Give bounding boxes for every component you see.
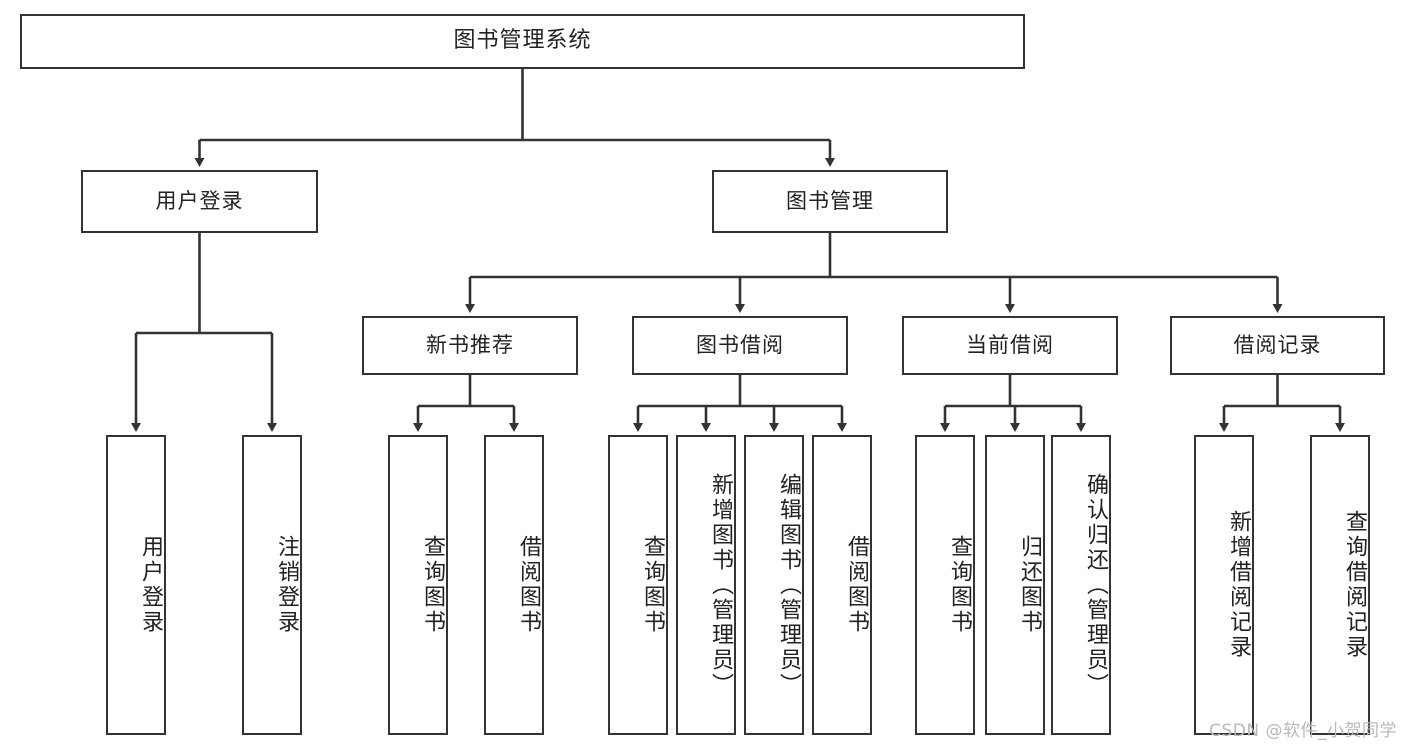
node-label: 查询图书 xyxy=(947,535,972,635)
csdn-watermark: CSDN @软件_小贺同学 xyxy=(1209,721,1397,741)
node-label: 新书推荐 xyxy=(426,332,514,357)
node-label: 确认归还（管理员） xyxy=(1083,472,1108,698)
node-borrow-record[interactable]: 借阅记录 xyxy=(1170,316,1385,375)
node-label: 借阅记录 xyxy=(1233,332,1322,357)
node-leaf-edit-book-admin[interactable]: 编辑图书（管理员） xyxy=(744,435,804,735)
node-label: 用户登录 xyxy=(155,188,244,213)
node-label: 借阅图书 xyxy=(844,535,869,635)
node-book-borrow[interactable]: 图书借阅 xyxy=(632,316,848,375)
node-label: 借阅图书 xyxy=(516,535,541,635)
node-label: 查询图书 xyxy=(420,535,445,635)
node-leaf-user-logout[interactable]: 注销登录 xyxy=(242,435,302,735)
node-leaf-return-book[interactable]: 归还图书 xyxy=(985,435,1045,735)
node-label: 归还图书 xyxy=(1017,535,1042,635)
node-book-manage[interactable]: 图书管理 xyxy=(712,170,948,233)
node-new-book-recommend[interactable]: 新书推荐 xyxy=(362,316,578,375)
node-label: 当前借阅 xyxy=(966,332,1054,357)
node-root-system[interactable]: 图书管理系统 xyxy=(20,14,1025,69)
node-label: 图书管理系统 xyxy=(453,28,592,54)
node-label: 图书管理 xyxy=(786,188,874,213)
node-label: 新增借阅记录 xyxy=(1226,510,1251,660)
node-label: 图书借阅 xyxy=(696,332,784,357)
node-label: 查询借阅记录 xyxy=(1342,510,1367,660)
node-leaf-query-borrow-record[interactable]: 查询借阅记录 xyxy=(1310,435,1370,735)
node-label: 查询图书 xyxy=(640,535,665,635)
node-leaf-query-book-recommend[interactable]: 查询图书 xyxy=(388,435,448,735)
node-leaf-query-book-current[interactable]: 查询图书 xyxy=(915,435,975,735)
node-leaf-confirm-return-admin[interactable]: 确认归还（管理员） xyxy=(1051,435,1111,735)
node-label: 编辑图书（管理员） xyxy=(776,472,801,698)
node-current-borrow[interactable]: 当前借阅 xyxy=(902,316,1118,375)
node-leaf-user-login[interactable]: 用户登录 xyxy=(106,435,166,735)
node-leaf-query-book-borrow[interactable]: 查询图书 xyxy=(608,435,668,735)
node-label: 注销登录 xyxy=(274,535,299,635)
node-leaf-borrow-book[interactable]: 借阅图书 xyxy=(812,435,872,735)
node-leaf-add-book-admin[interactable]: 新增图书（管理员） xyxy=(676,435,736,735)
node-label: 用户登录 xyxy=(138,535,163,635)
node-leaf-add-borrow-record[interactable]: 新增借阅记录 xyxy=(1194,435,1254,735)
node-leaf-borrow-book-recommend[interactable]: 借阅图书 xyxy=(484,435,544,735)
node-user-login[interactable]: 用户登录 xyxy=(81,170,318,233)
node-label: 新增图书（管理员） xyxy=(708,472,733,698)
